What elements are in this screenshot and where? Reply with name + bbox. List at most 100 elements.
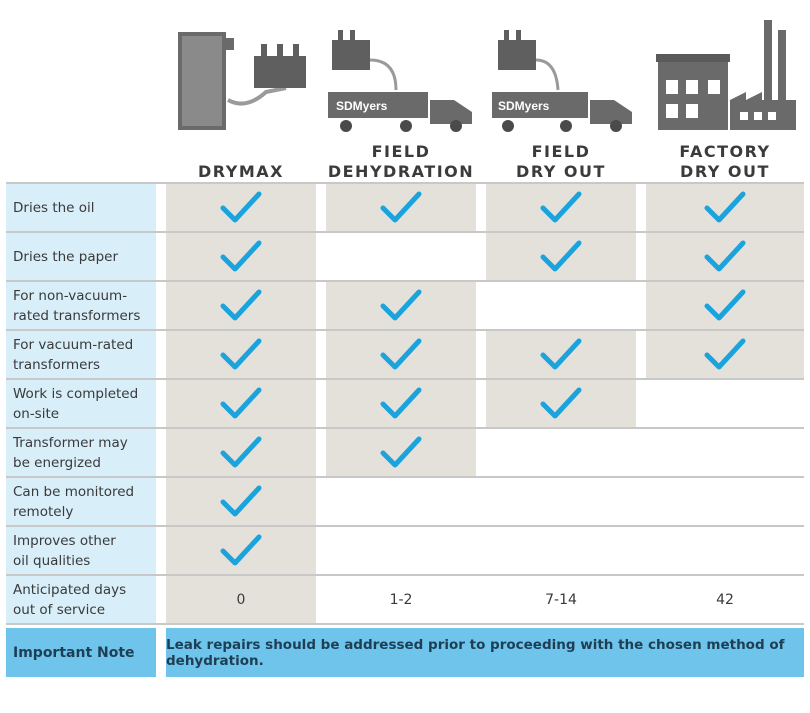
checkmark-icon: [380, 436, 422, 467]
checkmark-icon: [380, 191, 422, 222]
row-divider: [6, 427, 804, 429]
column-title-drymax: DRYMAX: [166, 162, 316, 182]
row-divider: [6, 525, 804, 527]
row-label-line: Dries the oil: [13, 199, 95, 216]
table-cell: [326, 331, 476, 378]
table-cell: [326, 429, 476, 476]
row-label-line: Anticipated days: [13, 581, 127, 598]
important-note-text: Leak repairs should be addressed prior t…: [166, 628, 804, 677]
table-cell: [326, 282, 476, 329]
table-cell: 0: [166, 576, 316, 623]
row-label: Anticipated days out of service: [6, 576, 156, 623]
checkmark-icon: [704, 240, 746, 271]
field-dehydration-truck-illustration: SDMyers: [328, 30, 472, 132]
table-cell: [166, 380, 316, 427]
table-cell: 42: [646, 576, 804, 623]
checkmark-icon: [540, 240, 582, 271]
table-cell: [646, 331, 804, 378]
row-label: For non-vacuum-rated transformers: [6, 282, 156, 329]
table-cell: [486, 331, 636, 378]
table-cell: [486, 282, 636, 329]
column-title-line: FIELD: [371, 142, 431, 161]
column-title-line: DRY OUT: [680, 162, 770, 181]
row-label-line: out of service: [13, 601, 106, 618]
table-cell: [486, 429, 636, 476]
days-out-of-service-value: 0: [236, 591, 246, 608]
row-divider: [6, 476, 804, 478]
table-cell: [326, 478, 476, 525]
row-divider: [6, 280, 804, 282]
checkmark-icon: [540, 191, 582, 222]
checkmark-icon: [380, 387, 422, 418]
row-label: Work is completed on-site: [6, 380, 156, 427]
row-label-line: Dries the paper: [13, 248, 119, 265]
row-label-line: remotely: [13, 503, 74, 520]
days-out-of-service-value: 1-2: [389, 591, 413, 608]
table-cell: 7-14: [486, 576, 636, 623]
row-divider: [6, 574, 804, 576]
row-label-line: be energized: [13, 454, 101, 471]
row-label: Dries the oil: [6, 184, 156, 231]
table-cell: [646, 233, 804, 280]
factory-illustration: [656, 20, 796, 130]
row-label: Improves other oil qualities: [6, 527, 156, 574]
table-cell: [166, 478, 316, 525]
row-label: For vacuum-rated transformers: [6, 331, 156, 378]
table-cell: [326, 184, 476, 231]
checkmark-icon: [540, 387, 582, 418]
checkmark-icon: [220, 534, 262, 565]
checkmark-icon: [704, 289, 746, 320]
row-label: Dries the paper: [6, 233, 156, 280]
column-title-line: FACTORY: [679, 142, 771, 161]
column-title-line: FIELD: [531, 142, 591, 161]
checkmark-icon: [704, 191, 746, 222]
table-cell: [166, 527, 316, 574]
row-label-line: on-site: [13, 405, 60, 422]
row-label-line: rated transformers: [13, 307, 141, 324]
table-cell: [646, 478, 804, 525]
table-cell: [646, 527, 804, 574]
table-cell: [326, 233, 476, 280]
truck-logo: SDMyers: [336, 99, 388, 113]
table-cell: [326, 380, 476, 427]
table-cell: 1-2: [326, 576, 476, 623]
row-divider: [6, 623, 804, 625]
row-label-line: For vacuum-rated: [13, 336, 134, 353]
field-dry-out-truck-illustration: SDMyers: [492, 30, 632, 132]
table-cell: [326, 527, 476, 574]
drymax-unit-illustration: [178, 32, 306, 130]
row-divider: [6, 378, 804, 380]
row-label-line: Improves other: [13, 532, 116, 549]
row-label-line: Transformer may: [13, 434, 128, 451]
checkmark-icon: [220, 289, 262, 320]
table-cell: [486, 478, 636, 525]
table-cell: [646, 184, 804, 231]
checkmark-icon: [380, 289, 422, 320]
checkmark-icon: [380, 338, 422, 369]
table-cell: [166, 233, 316, 280]
days-out-of-service-value: 42: [716, 591, 734, 608]
table-cell: [486, 527, 636, 574]
row-label-line: oil qualities: [13, 552, 91, 569]
checkmark-icon: [220, 387, 262, 418]
row-label-line: For non-vacuum-: [13, 287, 128, 304]
row-divider: [6, 231, 804, 233]
table-cell: [486, 380, 636, 427]
table-cell: [486, 184, 636, 231]
table-cell: [486, 233, 636, 280]
table-cell: [646, 380, 804, 427]
checkmark-icon: [540, 338, 582, 369]
row-label-line: transformers: [13, 356, 101, 373]
column-title-line: DRYMAX: [198, 162, 284, 181]
row-label: Transformer may be energized: [6, 429, 156, 476]
table-cell: [166, 331, 316, 378]
checkmark-icon: [220, 240, 262, 271]
checkmark-icon: [220, 485, 262, 516]
column-title-line: DRY OUT: [516, 162, 606, 181]
row-label-line: Work is completed: [13, 385, 139, 402]
table-cell: [646, 282, 804, 329]
